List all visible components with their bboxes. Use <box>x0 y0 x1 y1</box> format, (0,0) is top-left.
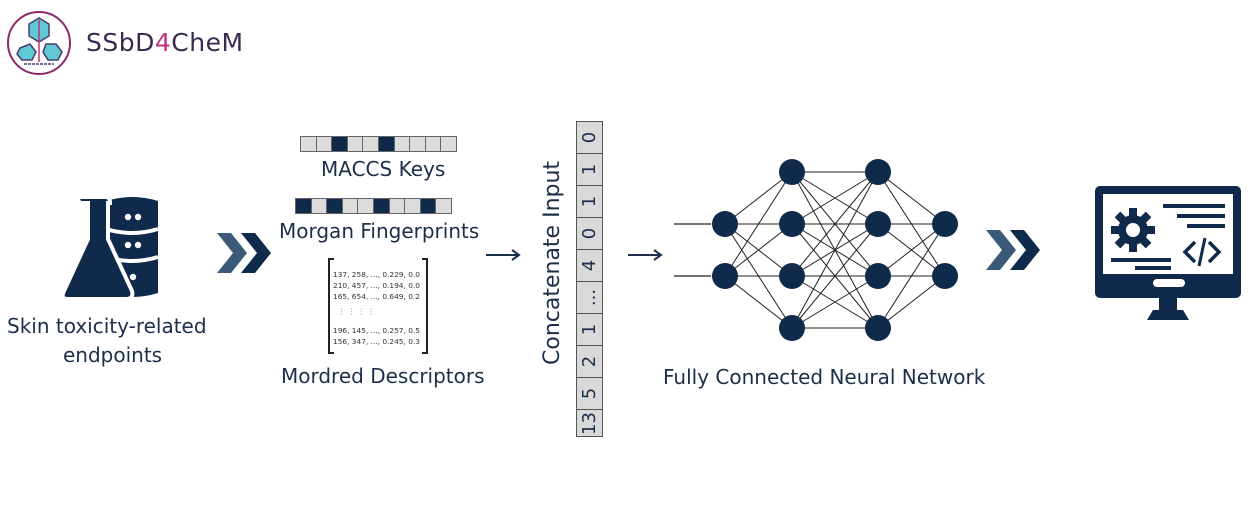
bit-off <box>435 198 452 214</box>
concat-cell-value: 1 <box>578 195 600 208</box>
network-connection <box>877 275 946 329</box>
network-connection <box>877 223 946 329</box>
output-monitor-group <box>1095 186 1243 327</box>
concatenate-label: Concatenate Input <box>540 160 565 365</box>
network-node <box>932 263 958 289</box>
source-icon-group <box>60 195 172 303</box>
bit-off <box>393 136 411 152</box>
matrix-row: 196, 145, ..., 0.257, 0.5 <box>333 326 420 335</box>
maccs-label: MACCS Keys <box>321 157 446 181</box>
network-node <box>779 159 805 185</box>
network-connection <box>791 171 879 277</box>
flask-database-icon <box>60 195 159 301</box>
concat-cell-value: 2 <box>578 355 600 368</box>
source-label-line2: endpoints <box>63 343 163 367</box>
chevron-right-double-icon <box>986 230 1042 275</box>
network-connection <box>791 275 879 329</box>
matrix-bracket-left <box>328 258 334 354</box>
monitor-gear-code-icon <box>1095 186 1241 320</box>
network-label: Fully Connected Neural Network <box>663 365 986 389</box>
matrix-row: 210, 457, ..., 0.194, 0.0 <box>333 281 420 290</box>
matrix-row: 165, 654, ..., 0.649, 0.2 <box>333 292 420 301</box>
concatenate-vector: 0 1 1 0 4... 1 2 5 13 <box>576 121 603 437</box>
bit-on <box>326 198 343 214</box>
concat-cell-value: 13 <box>579 411 600 435</box>
concat-cell-value: 1 <box>578 163 600 176</box>
network-connection <box>877 171 946 225</box>
network-connection <box>791 171 879 329</box>
network-connection <box>724 171 793 277</box>
matrix-row: 156, 347, ..., 0.245, 0.3 <box>333 337 420 346</box>
bit-off <box>440 136 457 152</box>
network-node <box>932 211 958 237</box>
bit-off <box>357 198 374 214</box>
concat-cell: 1 <box>576 153 603 186</box>
concat-cell: 4 <box>576 249 603 282</box>
network-node <box>865 315 891 341</box>
source-label-line1: Skin toxicity-related <box>7 314 207 338</box>
network-connection <box>791 223 879 329</box>
network-connection <box>724 275 793 329</box>
mordred-label: Mordred Descriptors <box>281 364 485 388</box>
concat-cell: 2 <box>576 345 603 378</box>
concat-cell-value: ... <box>578 288 600 307</box>
matrix-bracket-right <box>422 258 428 354</box>
concat-cell: 1 <box>576 185 603 218</box>
network-connection <box>877 223 946 277</box>
network-connection <box>724 171 793 225</box>
bit-off <box>404 198 421 214</box>
bit-off <box>388 198 406 214</box>
network-node <box>779 263 805 289</box>
morgan-bit-vector <box>295 198 452 214</box>
concat-cell: 0 <box>576 121 603 154</box>
network-connection <box>724 223 793 277</box>
bit-on <box>295 198 312 214</box>
bit-off <box>409 136 426 152</box>
concat-cell-value: 5 <box>578 387 600 400</box>
concat-cell-value: 0 <box>578 227 600 240</box>
bit-off <box>362 136 379 152</box>
maccs-bit-vector <box>300 136 457 152</box>
bit-off <box>424 136 442 152</box>
network-node <box>712 263 738 289</box>
network-node <box>779 315 805 341</box>
network-node <box>865 159 891 185</box>
logo <box>6 10 72 76</box>
arrow-right-icon <box>628 248 664 266</box>
bit-off <box>346 136 364 152</box>
concat-cell: 1 <box>576 313 603 346</box>
concat-cell-value: 1 <box>578 323 600 336</box>
concat-cell: 13 <box>576 409 603 437</box>
bit-off <box>341 198 359 214</box>
logo-wordmark: SSbD4CheM <box>86 28 244 57</box>
network-node <box>865 263 891 289</box>
bit-off <box>310 198 328 214</box>
concat-cell-value: 4 <box>578 259 600 272</box>
morgan-label: Morgan Fingerprints <box>279 219 480 243</box>
bit-on <box>331 136 348 152</box>
concat-cell: 5 <box>576 377 603 410</box>
arrow-right-icon <box>486 248 522 266</box>
bit-off <box>315 136 333 152</box>
mordred-matrix: 137, 258, ..., 0.229, 0.0 210, 457, ...,… <box>328 258 428 354</box>
concat-cell-value: 0 <box>578 131 600 144</box>
matrix-row: 137, 258, ..., 0.229, 0.0 <box>333 270 420 279</box>
network-node <box>712 211 738 237</box>
concat-cell: 0 <box>576 217 603 250</box>
matrix-row: ⋮ ⋮ ⋮ ⋮ <box>338 307 375 316</box>
bit-on <box>372 198 390 214</box>
logo-icon <box>7 11 71 75</box>
chevron-right-double-icon <box>217 233 273 278</box>
concat-cell: ... <box>576 281 603 314</box>
network-connection <box>791 171 879 225</box>
bit-on <box>377 136 395 152</box>
neural-network-diagram <box>674 159 958 341</box>
bit-off <box>300 136 317 152</box>
network-node <box>865 211 891 237</box>
bit-on <box>419 198 437 214</box>
network-node <box>779 211 805 237</box>
